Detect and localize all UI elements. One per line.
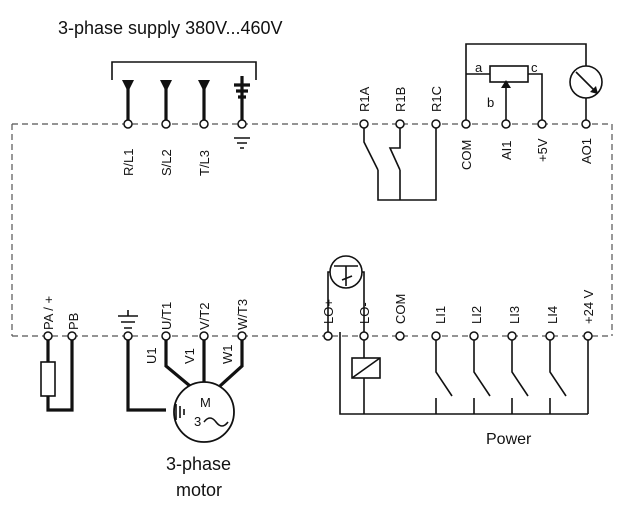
terminal-label-s-l2: S/L2 (159, 149, 174, 176)
motor-icon (173, 381, 235, 443)
potentiometer-pin-c: c (531, 60, 538, 75)
terminal-label-r1b: R1B (393, 87, 408, 112)
terminal-label-pb: PB (66, 313, 81, 330)
terminal-label-u-t1: U/T1 (159, 302, 174, 330)
supply-conductors (122, 76, 250, 149)
relay-coil-diagonal (351, 357, 381, 379)
braking-resistor (40, 361, 56, 397)
motor-lead-w1: W1 (220, 345, 235, 365)
terminal-label-ao1: AO1 (579, 138, 594, 164)
supply-bracket (111, 61, 257, 80)
terminal-label-w-t3: W/T3 (235, 299, 250, 330)
potentiometer (489, 65, 529, 83)
indicator-lamp-symbol (334, 265, 358, 286)
relay-terminal-nodes (359, 119, 441, 129)
terminal-label-t-l3: T/L3 (197, 150, 212, 176)
terminal-label-com-analog: COM (459, 140, 474, 170)
terminal-label-pa: PA / + (41, 296, 56, 330)
terminal-label-li3: LI3 (507, 306, 522, 324)
analog-com-wire (465, 43, 587, 120)
potentiometer-pin-b: b (487, 95, 494, 110)
analog-terminal-nodes (461, 119, 591, 129)
drive-outline (11, 123, 613, 337)
logic-terminal-nodes (323, 331, 593, 341)
power-terminal-nodes (43, 331, 247, 341)
power-label: Power (486, 431, 532, 448)
ac-tilde-icon (203, 417, 229, 427)
meter-needle (575, 71, 597, 93)
terminal-label-r1c: R1C (429, 86, 444, 112)
diagram-title: 3-phase supply 380V...460V (58, 18, 283, 38)
motor-caption-line2: motor (176, 480, 222, 500)
motor-symbol-3: 3 (194, 414, 201, 429)
terminal-label-li2: LI2 (469, 306, 484, 324)
relay-contacts (363, 128, 437, 201)
terminal-label-ai1: AI1 (499, 140, 514, 160)
terminal-label-r-l1: R/L1 (121, 149, 136, 176)
motor-ground-icon (175, 404, 185, 420)
terminal-label-com-logic: COM (393, 294, 408, 324)
motor-symbol-m: M (200, 395, 211, 410)
potentiometer-wiring (466, 73, 543, 120)
potentiometer-pin-a: a (475, 60, 483, 75)
indicator-lamp-wiring (327, 271, 365, 332)
supply-terminal-nodes (123, 119, 247, 129)
logic-input-switches (339, 332, 589, 415)
potentiometer-wiper-arrow (501, 80, 511, 88)
terminal-label-v-t2: V/T2 (197, 303, 212, 330)
terminal-label-li1: LI1 (433, 306, 448, 324)
motor-caption-line1: 3-phase (166, 454, 231, 474)
terminal-label-r1a: R1A (357, 86, 372, 112)
drive-ground-icon (118, 310, 138, 329)
braking-resistor-wiring (46, 340, 74, 412)
motor-lead-v1: V1 (182, 348, 197, 364)
terminal-label-li4: LI4 (545, 306, 560, 324)
motor-wiring (126, 340, 244, 412)
terminal-label-plus5v: +5V (535, 138, 550, 162)
motor-lead-u1: U1 (144, 347, 159, 364)
terminal-label-plus24v: +24 V (581, 289, 596, 324)
